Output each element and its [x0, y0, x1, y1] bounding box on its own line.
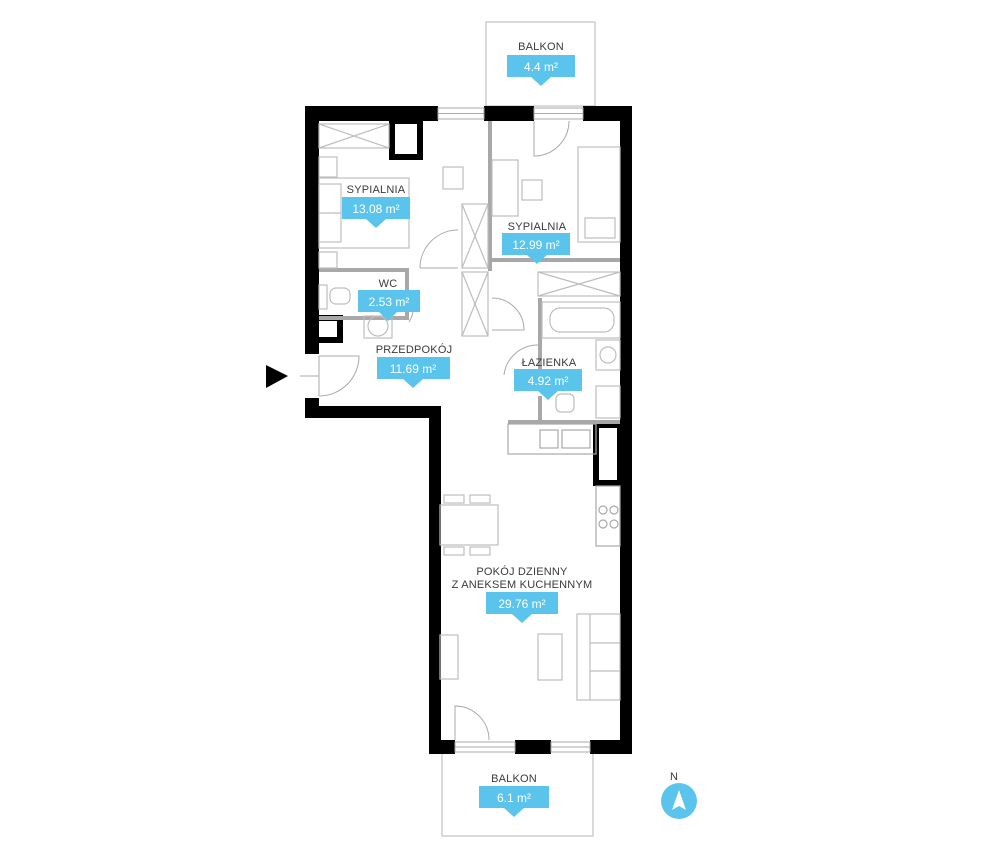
area-tag-wc: 2.53 m²: [358, 290, 420, 321]
area-tag-przedpokoj: 11.69 m²: [377, 357, 450, 388]
area-sypialnia-right: 12.99 m²: [512, 238, 559, 252]
compass-label: N: [670, 771, 678, 783]
area-przedpokoj: 11.69 m²: [390, 362, 436, 376]
room-name-przedpokoj: PRZEDPOKÓJ: [376, 343, 453, 356]
compass-icon: N: [661, 771, 697, 819]
room-name-lazienka: ŁAZIENKA: [522, 357, 577, 369]
area-pokoj-dzienny: 29.76 m²: [498, 597, 545, 611]
room-name-sypialnia-right: SYPIALNIA: [508, 221, 567, 233]
kitchen: [507, 423, 621, 547]
bathroom-fixtures: [541, 301, 621, 419]
bedroom-right-furniture: [491, 146, 621, 297]
area-tag-sypialnia-right: 12.99 m²: [502, 233, 570, 264]
windows: [437, 107, 591, 753]
room-name-wc: WC: [379, 278, 398, 290]
room-name-balkon-bottom: BALKON: [491, 773, 537, 785]
room-name-balkon-top: BALKON: [518, 41, 564, 53]
entrance-arrow-icon: [266, 365, 288, 388]
area-wc: 2.53 m²: [369, 295, 410, 309]
area-tag-lazienka: 4.92 m²: [514, 369, 582, 400]
balcony-top: [485, 21, 596, 107]
area-sypialnia-left: 13.08 m²: [352, 202, 399, 216]
wc-fixtures: [318, 284, 393, 339]
room-name-pokoj-dzienny-line2: Z ANEKSEM KUCHENNYM: [452, 579, 593, 591]
living-room-furniture: [439, 494, 621, 701]
room-name-sypialnia-left: SYPIALNIA: [347, 184, 406, 196]
room-name-pokoj-dzienny-line1: POKÓJ DZIENNY: [476, 565, 568, 578]
wardrobe: [461, 203, 489, 337]
outer-walls: [305, 106, 632, 754]
area-balkon-bottom: 6.1 m²: [497, 791, 531, 805]
area-tag-pokoj-dzienny: 29.76 m²: [486, 592, 558, 623]
area-tag-sypialnia-left: 13.08 m²: [342, 197, 410, 228]
area-lazienka: 4.92 m²: [528, 374, 569, 388]
area-tag-balkon-bottom: 6.1 m²: [479, 786, 549, 817]
area-balkon-top: 4.4 m²: [524, 60, 558, 74]
area-tag-balkon-top: 4.4 m²: [507, 55, 575, 86]
